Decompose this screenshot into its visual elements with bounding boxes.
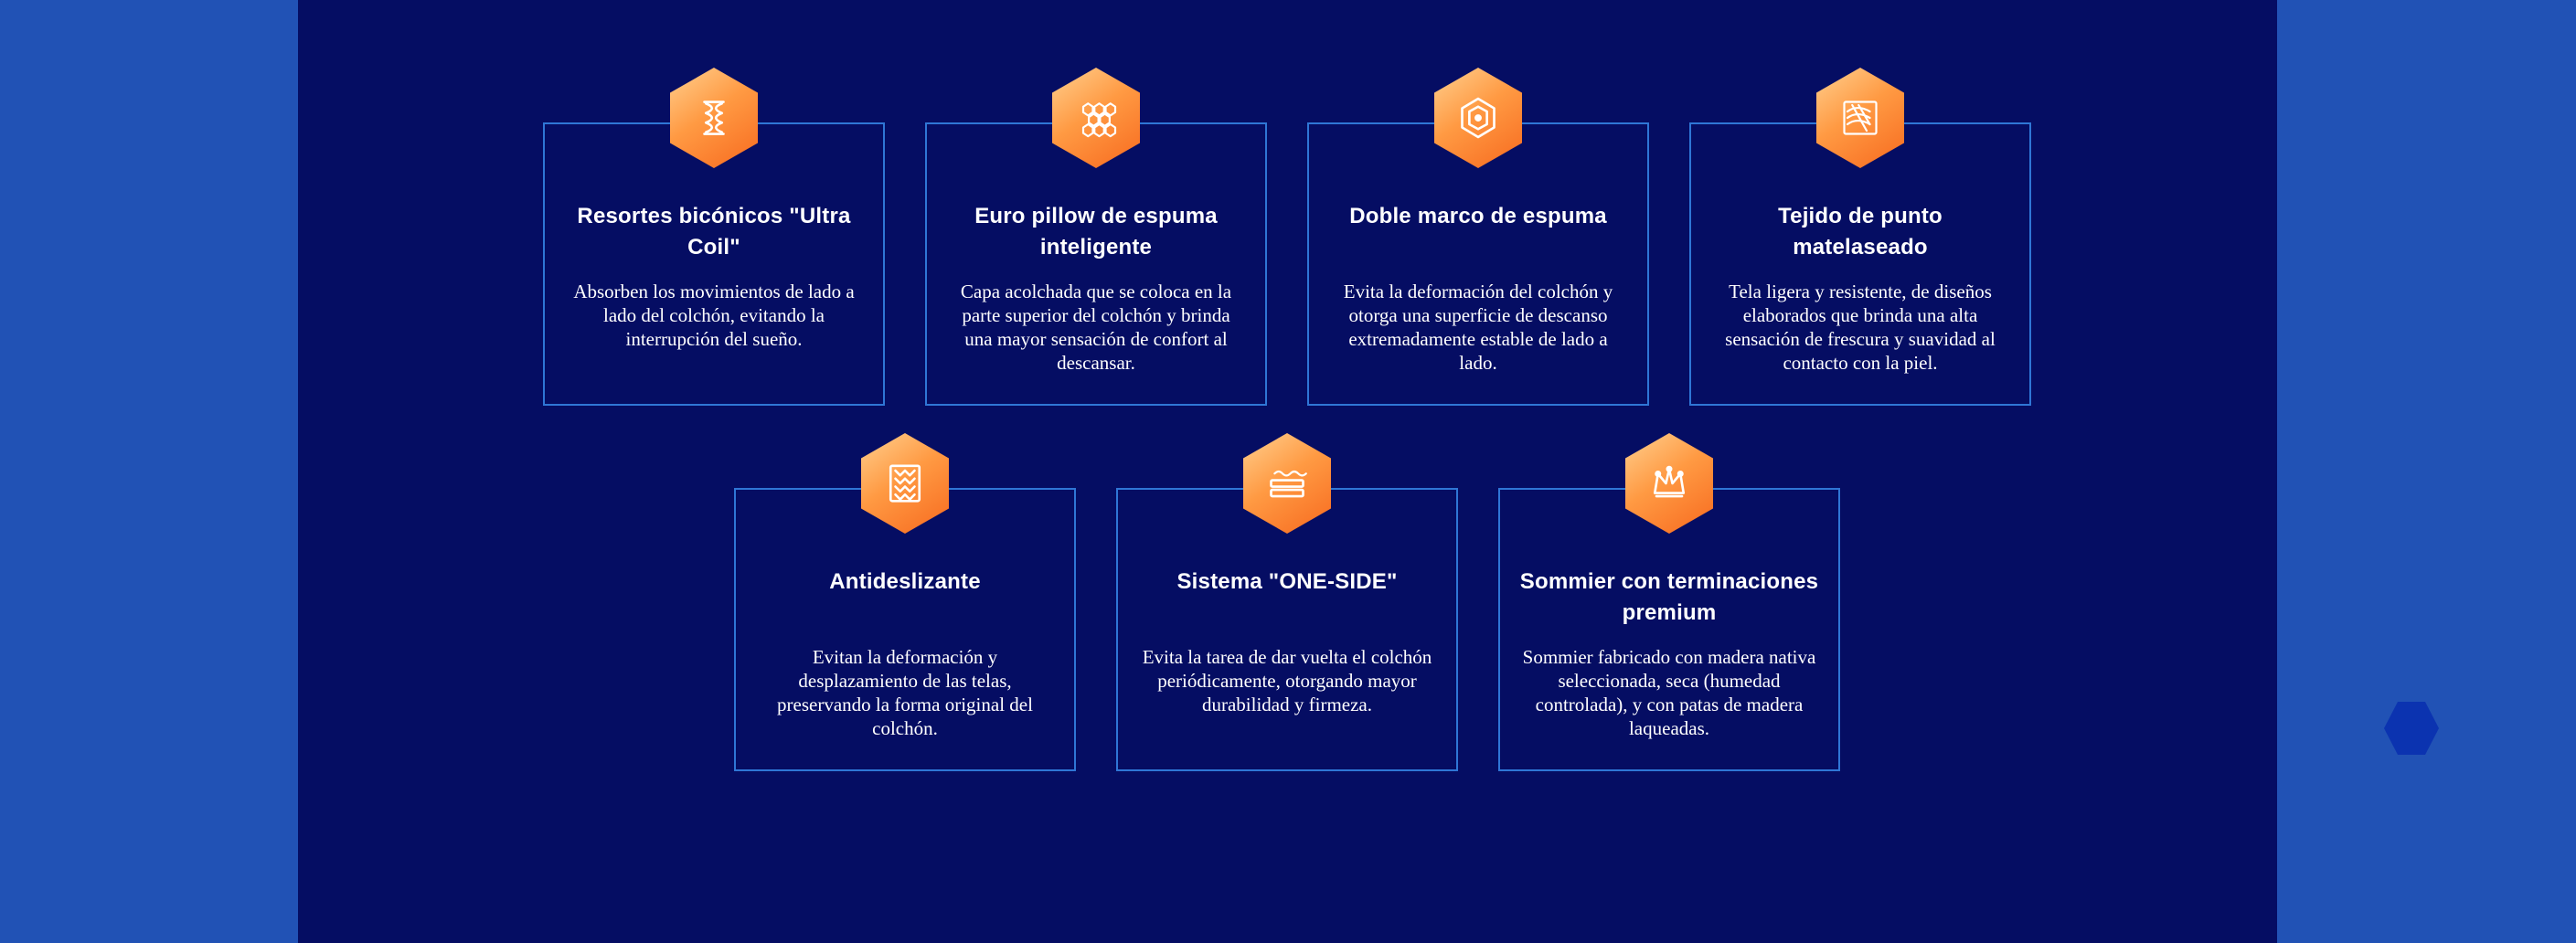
feature-card-premium-base: Sommier con terminaciones premium Sommie… [1498,433,1840,771]
feature-description: Evita la tarea de dar vuelta el colchón … [1142,646,1432,715]
feature-description: Absorben los movimientos de lado a lado … [573,281,855,350]
feature-card-ultra-coil: Resortes bicónicos "Ultra Coil" Absorben… [543,68,885,406]
crown-icon [1625,433,1713,534]
foam-frame-icon [1434,68,1522,168]
anti-slip-icon [861,433,949,534]
feature-card-knit-fabric: Tejido de punto matelaseado Tela ligera … [1689,68,2031,406]
feature-card-anti-slip: Antideslizante Evitan la deformación y d… [734,433,1076,771]
feature-description: Evita la deformación del colchón y otorg… [1343,281,1613,374]
feature-title: Doble marco de espuma [1349,204,1607,228]
feature-title: Sommier con terminaciones premium [1519,569,1819,625]
feature-card-euro-pillow: Euro pillow de espuma inteligente Capa a… [925,68,1267,406]
feature-description: Capa acolchada que se coloca en la parte… [960,281,1232,374]
feature-title: Resortes bicónicos "Ultra Coil" [577,204,851,260]
features-panel: Resortes bicónicos "Ultra Coil" Absorben… [298,0,2277,943]
feature-description: Tela ligera y resistente, de diseños ela… [1725,281,1996,374]
one-side-layers-icon [1243,433,1331,534]
feature-title: Tejido de punto matelaseado [1778,204,1943,260]
feature-title: Antideslizante [829,569,981,594]
feature-title: Sistema "ONE-SIDE" [1176,569,1398,594]
feature-title: Euro pillow de espuma inteligente [974,204,1218,260]
feature-card-foam-frame: Doble marco de espuma Evita la deformaci… [1307,68,1649,406]
feature-card-one-side: Sistema "ONE-SIDE" Evita la tarea de dar… [1116,433,1458,771]
knit-fabric-icon [1816,68,1904,168]
honeycomb-foam-icon [1052,68,1140,168]
feature-description: Evitan la deformación y desplazamiento d… [777,646,1033,739]
feature-description: Sommier fabricado con madera nativa sele… [1522,646,1816,739]
coil-spring-icon [670,68,758,168]
hexagon-decoration-icon [2384,702,2439,755]
